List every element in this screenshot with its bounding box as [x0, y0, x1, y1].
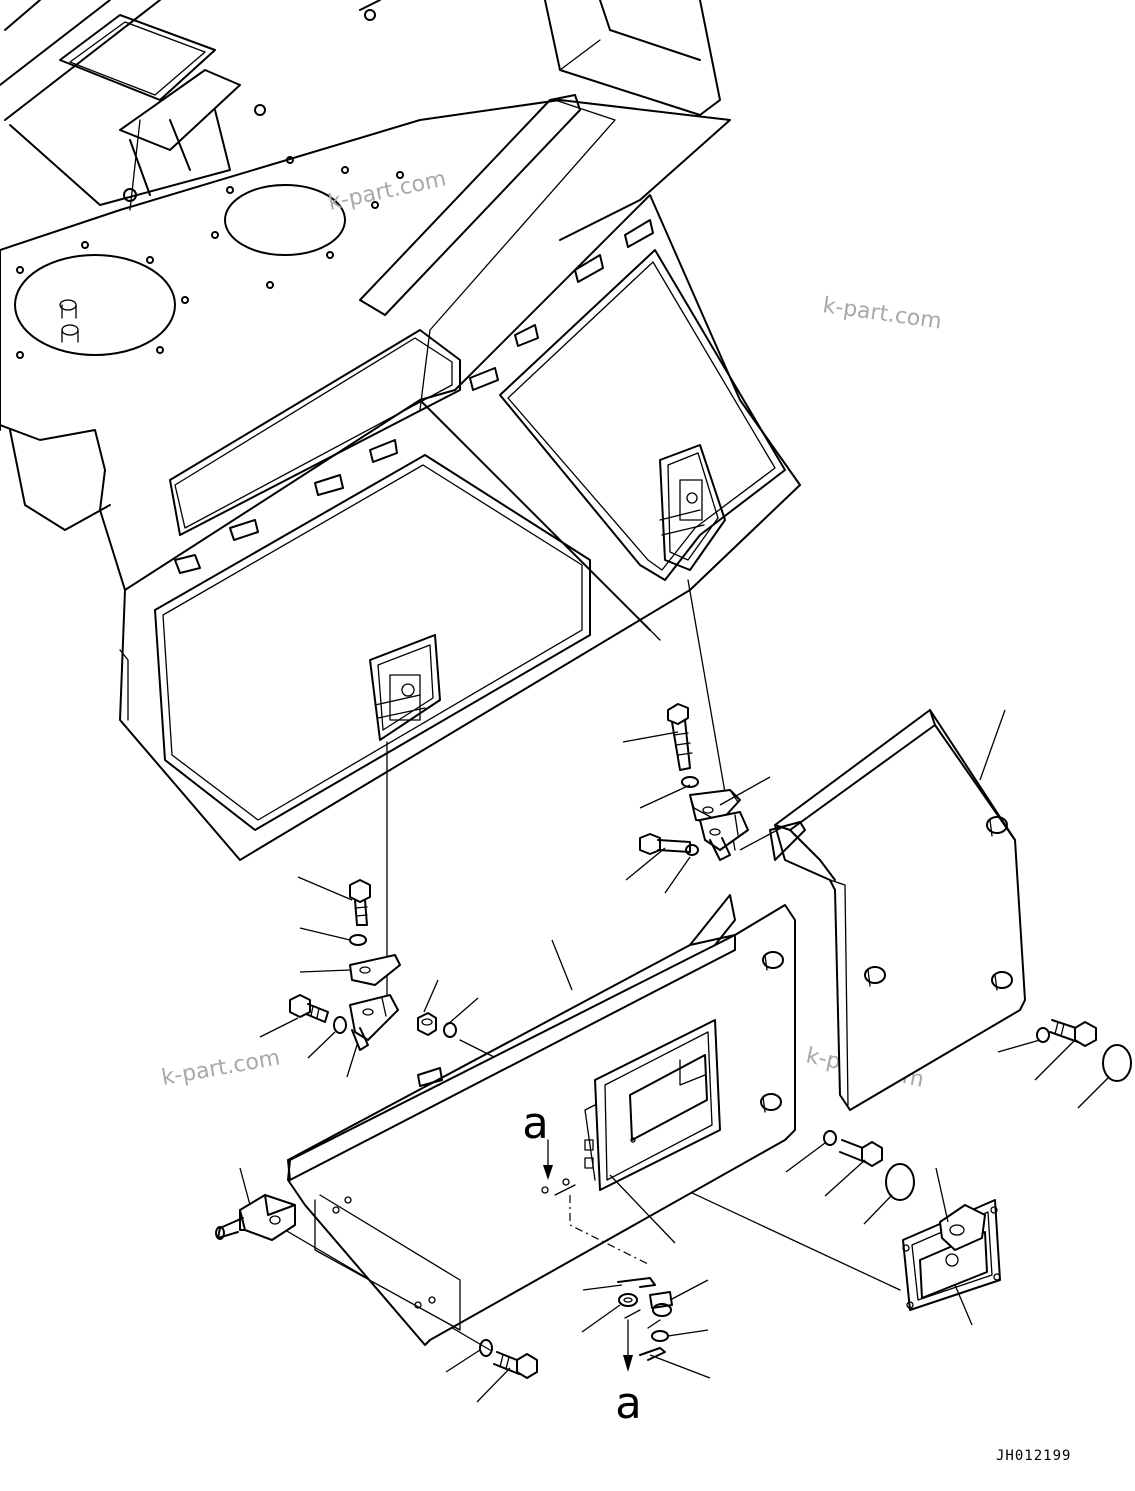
- callout-arrows: [543, 1139, 633, 1372]
- bracket-top-left: [349, 954, 401, 986]
- cab-frame: [0, 0, 801, 861]
- washer-panel: [823, 1130, 837, 1146]
- hinge-top-left: [349, 994, 399, 1051]
- washer-stopper: [479, 1339, 493, 1357]
- bolt-side-right: [639, 833, 691, 855]
- cap-panel: [885, 1163, 915, 1201]
- washer-side-right: [685, 844, 699, 856]
- bolt-top-right: [667, 703, 693, 771]
- bolt-panel: [839, 1139, 883, 1167]
- bolt-top-left: [349, 879, 371, 926]
- nut: [417, 1012, 437, 1036]
- bolt-stopper: [493, 1351, 538, 1379]
- frame-door-latch-lower: [369, 634, 441, 741]
- door-stopper: [215, 1194, 296, 1241]
- detail-a-parts: [617, 1277, 673, 1361]
- callout-label-a-lower: a: [615, 1378, 642, 1429]
- bolt-right-cover: [1049, 1019, 1097, 1047]
- washer-nut: [443, 1022, 457, 1038]
- bolt-side-left: [289, 994, 329, 1023]
- washer-right-cover: [1036, 1027, 1050, 1043]
- lower-door-panel: [287, 894, 796, 1346]
- plate-bolt-holes: [16, 9, 404, 359]
- panel-hinge-tab: [417, 1067, 443, 1087]
- hinge-top-right: [699, 811, 749, 861]
- callout-label-a-upper: a: [522, 1098, 549, 1149]
- washer-top-left: [349, 934, 367, 946]
- cap-right-cover: [1102, 1044, 1132, 1082]
- drawing-code: JH012199: [996, 1448, 1071, 1464]
- washer-side-left: [333, 1016, 347, 1034]
- right-cover-panel: [769, 709, 1026, 1111]
- door-latch-handle: [902, 1199, 1001, 1311]
- washer-top-right: [681, 776, 699, 788]
- watermark-3: k-part.com: [160, 1045, 282, 1090]
- watermark-2: k-part.com: [821, 293, 943, 334]
- leader-lines: [239, 709, 1109, 1403]
- frame-door-latch-upper: [659, 444, 726, 571]
- frame-hinges: [174, 219, 654, 574]
